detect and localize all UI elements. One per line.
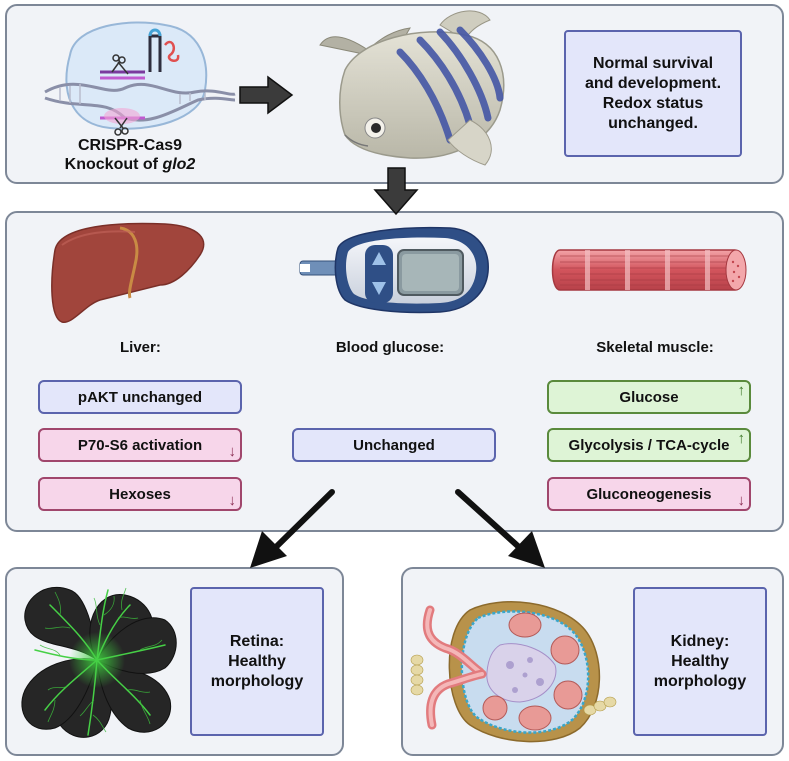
blood-glucose-box: Unchanged	[292, 428, 496, 462]
outcome-line1: Normal survival	[592, 54, 714, 72]
increase-arrow-icon: ↑	[737, 430, 746, 447]
liver-icon	[51, 222, 205, 323]
crispr-caption-line1: CRISPR-Cas9	[77, 137, 183, 154]
liver-heading: Liver:	[120, 339, 161, 356]
crispr-cas9-icon	[44, 21, 236, 136]
liver-p70s6-box: P70-S6 activation ↓	[38, 428, 242, 462]
gene-name: glo2	[162, 156, 196, 173]
muscle-glucose-label: Glucose	[619, 388, 679, 406]
blood-glucose-label: Unchanged	[353, 436, 435, 454]
increase-arrow-icon: ↑	[737, 382, 746, 399]
retina-icon	[21, 586, 177, 738]
liver-hexoses-label: Hexoses	[109, 485, 171, 503]
liver-pakt-label: pAKT unchanged	[77, 388, 203, 406]
kidney-line1: Kidney:	[670, 632, 730, 650]
retina-line3: morphology	[210, 672, 304, 690]
muscle-gluconeogenesis-label: Gluconeogenesis	[586, 485, 712, 503]
down-arrow-icon	[373, 167, 419, 216]
kidney-line3: morphology	[653, 672, 747, 690]
outcome-line4: unchanged.	[608, 114, 698, 132]
outcome-line2: and development.	[584, 74, 722, 92]
muscle-glycolysis-label: Glycolysis / TCA-cycle	[568, 436, 730, 454]
kidney-result-box: Kidney: Healthy morphology	[633, 587, 767, 736]
retina-result-box: Retina: Healthy morphology	[190, 587, 324, 736]
outcome-line3: Redox status	[602, 94, 704, 112]
blood-glucose-heading: Blood glucose:	[335, 339, 445, 356]
kidney-icon	[410, 601, 617, 743]
right-arrow-icon	[239, 75, 294, 115]
kidney-line2: Healthy	[671, 652, 729, 670]
liver-pakt-box: pAKT unchanged	[38, 380, 242, 414]
retina-line2: Healthy	[228, 652, 286, 670]
glucose-meter-icon	[299, 226, 489, 314]
retina-line1: Retina:	[229, 632, 285, 650]
zebrafish-icon	[319, 10, 505, 166]
decrease-arrow-icon: ↓	[228, 443, 237, 460]
liver-p70s6-label: P70-S6 activation	[77, 436, 203, 454]
decrease-arrow-icon: ↓	[228, 492, 237, 509]
muscle-glycolysis-box: Glycolysis / TCA-cycle ↑	[547, 428, 751, 462]
skeletal-muscle-icon	[551, 249, 747, 291]
right-down-arrow-icon	[455, 489, 545, 568]
outcome-box: Normal survival and development. Redox s…	[564, 30, 742, 157]
decrease-arrow-icon: ↓	[737, 492, 746, 509]
crispr-caption-line2: Knockout of glo2	[55, 155, 205, 174]
left-down-arrow-icon	[250, 489, 335, 568]
liver-hexoses-box: Hexoses ↓	[38, 477, 242, 511]
muscle-gluconeogenesis-box: Gluconeogenesis ↓	[547, 477, 751, 511]
skeletal-muscle-heading: Skeletal muscle:	[596, 339, 714, 356]
crispr-caption-prefix: Knockout of	[64, 156, 163, 173]
crispr-caption: CRISPR-Cas9 Knockout of glo2	[55, 136, 205, 174]
muscle-glucose-box: Glucose ↑	[547, 380, 751, 414]
